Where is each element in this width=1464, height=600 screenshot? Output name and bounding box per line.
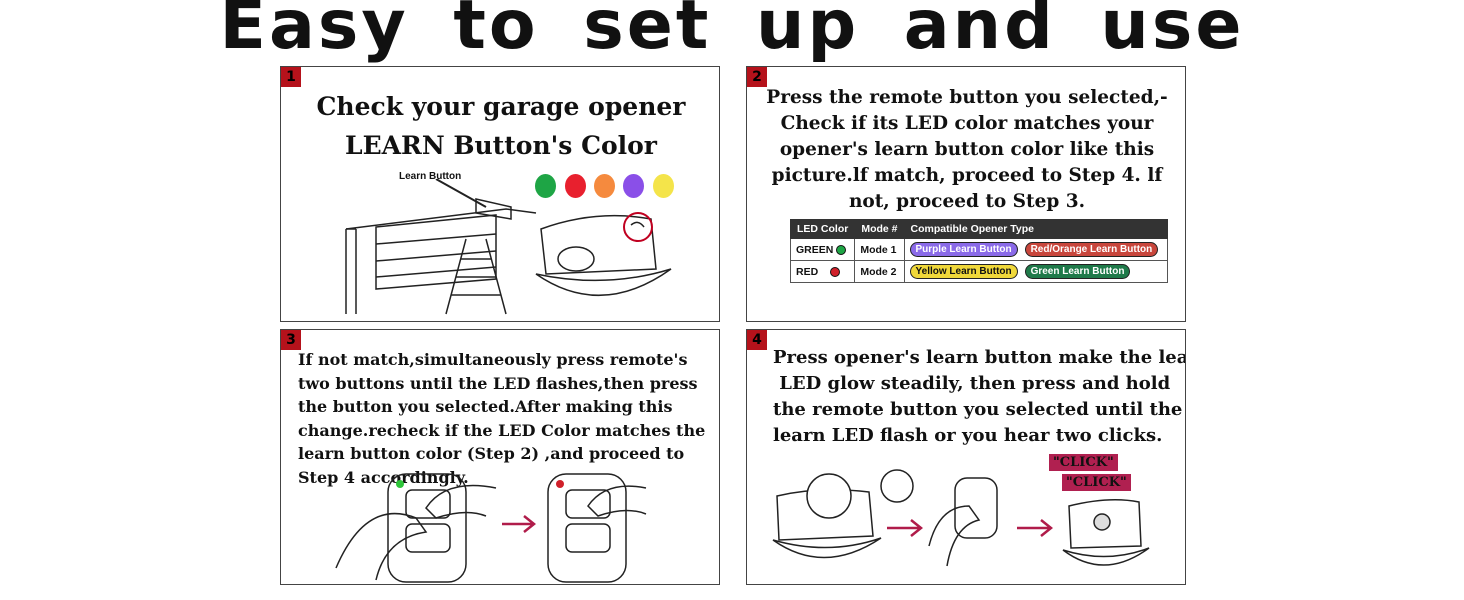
step-2-badge: 2 [747,67,767,87]
step-1-heading-line1: Check your garage opener [316,92,686,121]
step-2-panel: 2 Press the remote button you selected,-… [746,66,1186,322]
step-1-panel: 1 Check your garage opener LEARN Button'… [280,66,720,322]
step-3-panel: 3 If not match,simultaneously press remo… [280,329,720,585]
table-row: RED Mode 2 Yellow Learn Button Green Lea… [789,260,1169,283]
table-row: GREEN Mode 1 Purple Learn Button Red/Ora… [789,238,1169,261]
header-opener-type: Compatible Opener Type [903,219,1169,239]
led-indicator [836,244,847,255]
yellow-color-dot [653,174,674,198]
mode-cell: Mode 1 [854,238,905,261]
click-label: "CLICK" [1062,474,1131,491]
step-4-line: the remote button you selected until the [773,399,1183,420]
learn-button-illustration [772,469,1150,567]
step-4-line: LED glow steadily, then press and hold [773,373,1171,394]
step-4-line: Press opener's learn button make the lea… [773,347,1186,368]
opener-type-pill: Red/Orange Learn Button [1024,242,1159,257]
orange-color-dot [594,174,615,198]
opener-type-pill: Yellow Learn Button [909,264,1018,279]
led-indicator [829,266,840,277]
led-color-cell: GREEN [796,243,834,256]
click-label: "CLICK" [1049,454,1118,471]
opener-type-pill: Green Learn Button [1024,264,1131,279]
led-color-cell: RED [796,265,819,278]
step-4-panel: 4 Press opener's learn button make the l… [746,329,1186,585]
header-mode: Mode # [854,219,905,239]
step-1-badge: 1 [281,67,301,87]
header-led-color: LED Color [789,219,856,239]
purple-color-dot [623,174,644,198]
step-2-text: Press the remote button you selected,-Ch… [766,87,1168,212]
remote-press-illustration [335,473,647,583]
opener-type-pill: Purple Learn Button [909,242,1018,257]
step-3-text: If not match,simultaneously press remote… [298,350,706,487]
led-compatibility-table: LED Color Mode # Compatible Opener Type … [789,219,1169,283]
learn-button-label: Learn Button [399,171,462,182]
step-4-badge: 4 [747,330,767,350]
garage-opener-illustration [345,179,672,315]
step-3-badge: 3 [281,330,301,350]
page-title: Easy to set up and use [219,0,1245,65]
green-color-dot [535,174,556,198]
step-4-line: learn LED flash or you hear two clicks. [773,425,1163,446]
mode-cell: Mode 2 [854,260,905,283]
red-color-dot [565,174,586,198]
step-1-heading-line2: LEARN Button's Color [345,131,657,160]
